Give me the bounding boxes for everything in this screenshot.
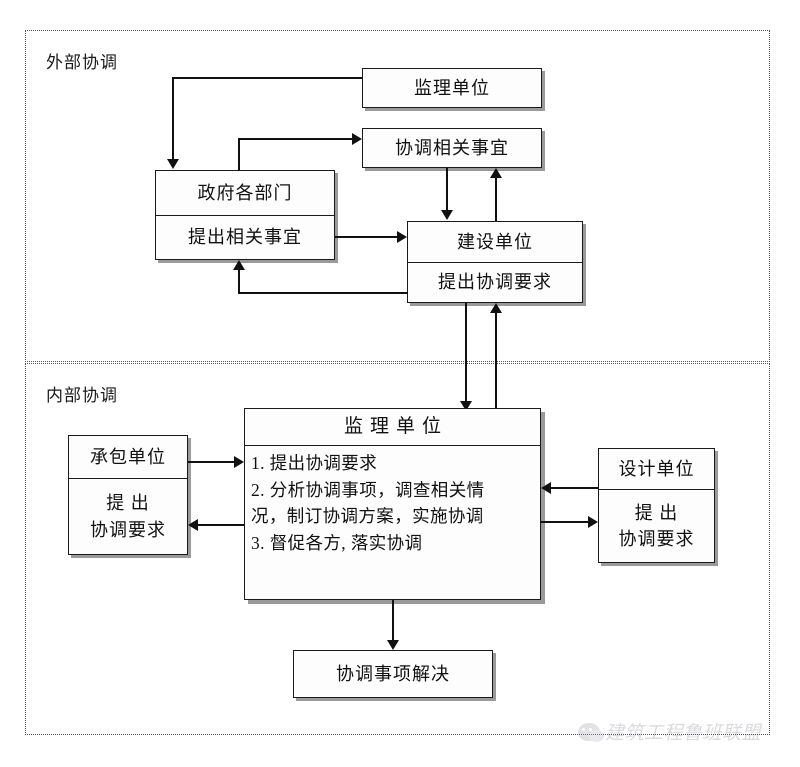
node-resolved-title: 协调事项解决 bbox=[336, 663, 450, 684]
node-design-unit-subtitle-line1: 提 出 bbox=[634, 502, 679, 523]
arrowhead-contractor-to-supervision bbox=[234, 456, 244, 468]
arrowhead-construction-to-supervision bbox=[460, 401, 472, 411]
node-supervision-top-title: 监理单位 bbox=[414, 77, 490, 98]
arrowhead-government-to-construction bbox=[397, 231, 407, 243]
node-government[interactable]: 政府各部门 提出相关事宜 bbox=[155, 170, 335, 260]
node-coordination-matters-title: 协调相关事宜 bbox=[395, 137, 509, 158]
connector-government-to-matters-h bbox=[238, 138, 352, 140]
arrowhead-matters-to-construction bbox=[441, 210, 453, 220]
wechat-icon bbox=[578, 722, 604, 742]
arrowhead-construction-to-matters bbox=[490, 168, 502, 178]
connector-construction-to-government-v bbox=[238, 270, 240, 294]
arrowhead-construction-to-government bbox=[233, 260, 245, 270]
node-contractor-subtitle-line2: 协调要求 bbox=[90, 519, 166, 540]
supervision-item-2: 2. 分析协调事项，调查相关情 bbox=[251, 479, 485, 500]
connector-supervision-to-government-v bbox=[172, 77, 174, 161]
node-construction-unit-subtitle: 提出协调要求 bbox=[408, 261, 582, 303]
node-resolved[interactable]: 协调事项解决 bbox=[293, 650, 493, 698]
node-design-unit-title: 设计单位 bbox=[618, 458, 695, 479]
watermark-text: 建筑工程鲁班联盟 bbox=[605, 723, 762, 744]
arrowhead-supervision-to-government bbox=[167, 159, 179, 169]
section-external-label: 外部协调 bbox=[46, 53, 118, 72]
node-government-subtitle: 提出相关事宜 bbox=[156, 214, 334, 260]
node-supervision-main-title: 监理单位 bbox=[245, 409, 540, 446]
watermark: 建筑工程鲁班联盟 bbox=[578, 718, 761, 745]
connector-government-to-construction-h bbox=[335, 236, 397, 238]
section-external-coordination bbox=[25, 30, 770, 362]
supervision-item-3: 3. 督促各方, 落实协调 bbox=[251, 532, 423, 553]
section-internal-label: 内部协调 bbox=[46, 386, 118, 405]
arrowhead-government-to-matters bbox=[352, 133, 362, 145]
node-construction-unit[interactable]: 建设单位 提出协调要求 bbox=[407, 221, 583, 303]
connector-supervision-to-design-h bbox=[541, 521, 588, 523]
supervision-item-1: 1. 提出协调要求 bbox=[251, 453, 378, 473]
connector-matters-to-construction-v bbox=[446, 168, 448, 211]
node-supervision-main-body: 1. 提出协调要求 2. 分析协调事项，调查相关情 况，制订协调方案，实施协调 … bbox=[245, 446, 540, 599]
connector-supervision-to-government-h bbox=[172, 77, 362, 79]
node-contractor-subtitle-line1: 提 出 bbox=[106, 493, 150, 514]
connector-construction-to-government-h bbox=[238, 292, 408, 294]
node-supervision-top[interactable]: 监理单位 bbox=[362, 68, 542, 108]
node-contractor[interactable]: 承包单位 提 出 协调要求 bbox=[68, 435, 188, 555]
connector-design-to-supervision-h bbox=[551, 487, 598, 489]
arrowhead-supervision-to-contractor bbox=[188, 519, 198, 531]
arrowhead-supervision-to-design bbox=[588, 516, 598, 528]
node-supervision-main[interactable]: 监理单位 1. 提出协调要求 2. 分析协调事项，调查相关情 况，制订协调方案，… bbox=[244, 408, 541, 600]
arrowhead-supervision-to-resolved bbox=[387, 640, 399, 650]
connector-supervision-to-construction-v bbox=[495, 313, 497, 413]
connector-construction-to-matters-v bbox=[495, 178, 497, 221]
section-internal-coordination bbox=[25, 363, 770, 735]
node-design-unit-subtitle: 提 出 协调要求 bbox=[599, 489, 714, 562]
node-coordination-matters[interactable]: 协调相关事宜 bbox=[362, 128, 542, 168]
supervision-item-2-cont: 况，制订协调方案，实施协调 bbox=[251, 506, 484, 527]
node-design-unit[interactable]: 设计单位 提 出 协调要求 bbox=[598, 448, 715, 563]
node-contractor-title: 承包单位 bbox=[90, 446, 166, 467]
node-construction-unit-title: 建设单位 bbox=[457, 231, 533, 252]
node-design-unit-subtitle-line2: 协调要求 bbox=[618, 529, 695, 549]
arrowhead-supervision-to-construction bbox=[490, 303, 502, 313]
node-government-title: 政府各部门 bbox=[197, 182, 293, 203]
connector-government-to-matters-v bbox=[238, 138, 240, 171]
connector-supervision-to-resolved-v bbox=[392, 600, 394, 642]
connector-construction-to-supervision-v bbox=[465, 303, 467, 403]
connector-supervision-to-contractor-h bbox=[198, 524, 244, 526]
connector-contractor-to-supervision-h bbox=[188, 461, 234, 463]
arrowhead-design-to-supervision bbox=[541, 482, 551, 494]
node-contractor-subtitle: 提 出 协调要求 bbox=[69, 478, 187, 554]
